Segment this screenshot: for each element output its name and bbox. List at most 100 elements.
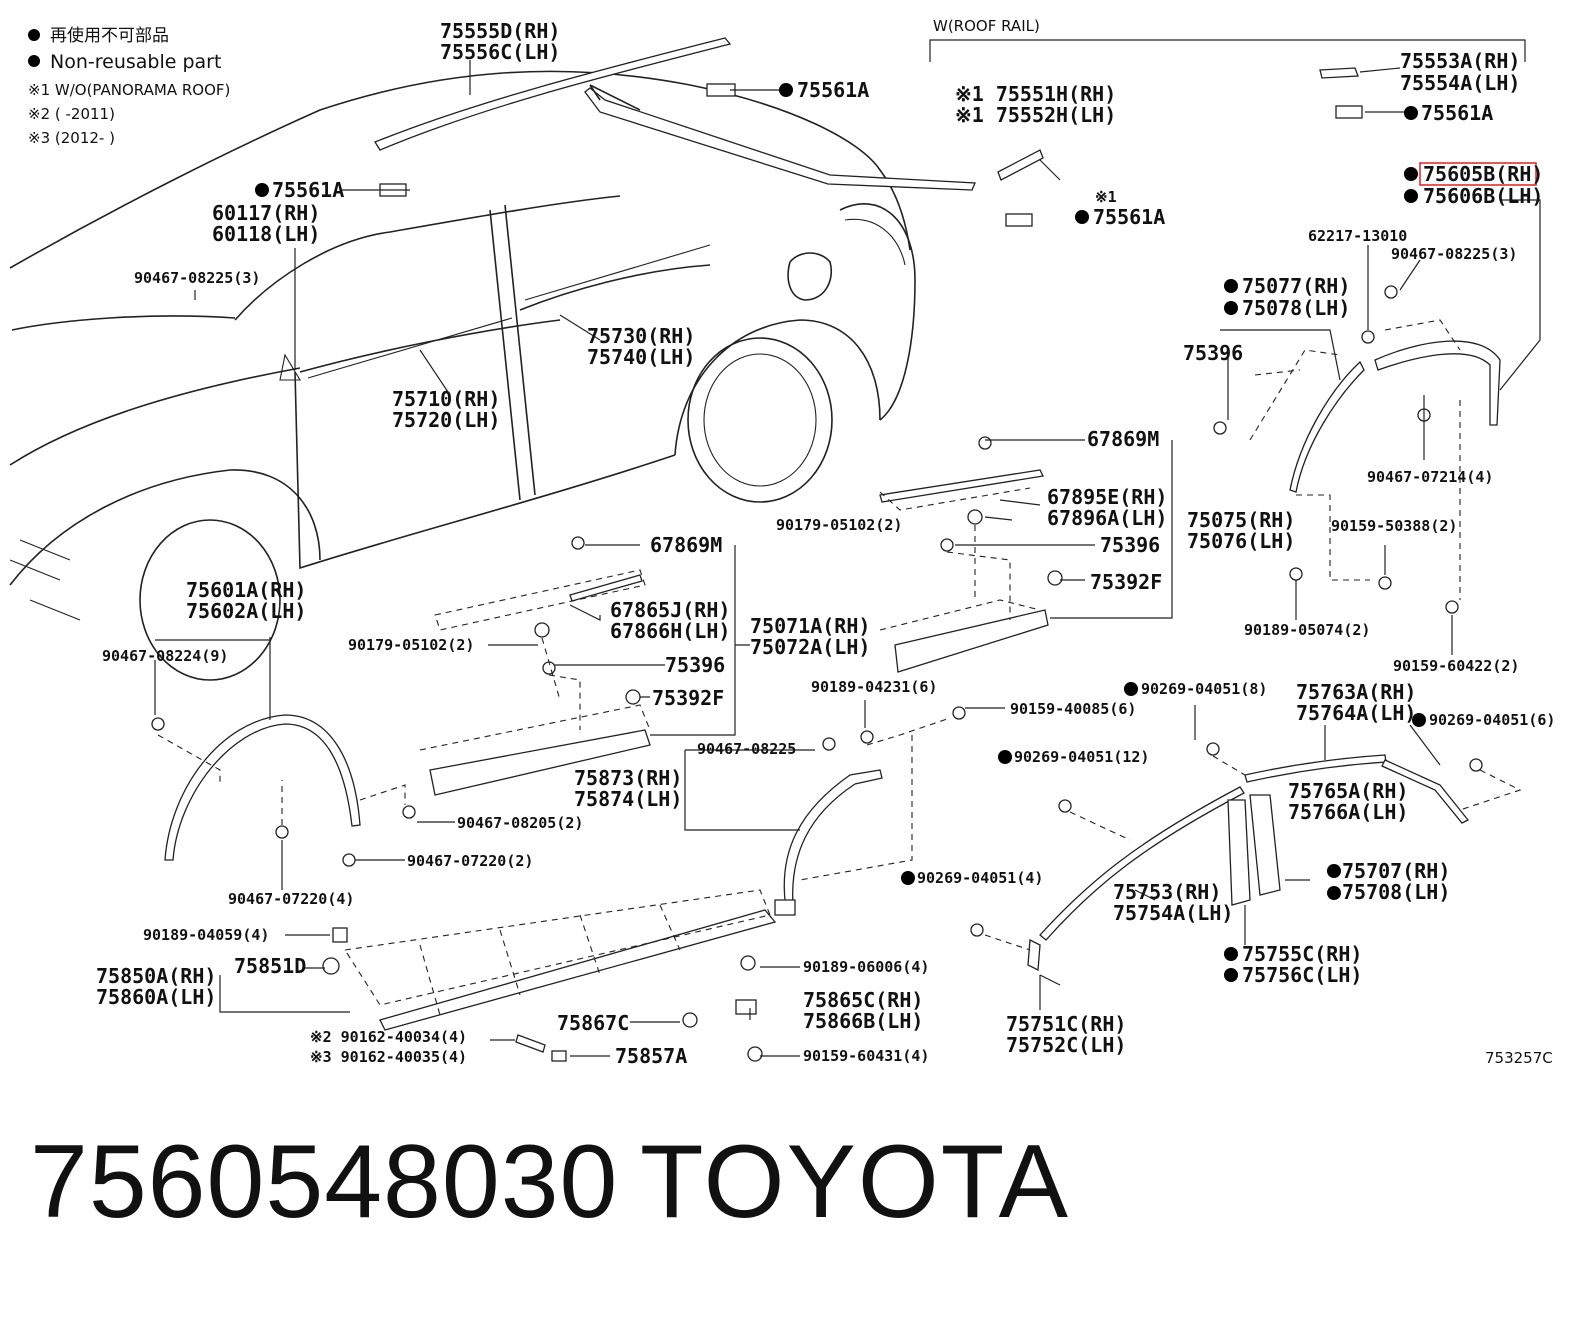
legend-note-2: ※2 ( -2011) bbox=[28, 105, 115, 123]
part-label-90189-05074: 90189-05074(2) bbox=[1244, 621, 1370, 639]
legend-reuse-jp: 再使用不可部品 bbox=[50, 25, 169, 46]
part-label-90159-60422: 90159-60422(2) bbox=[1393, 657, 1519, 675]
part-label-75392F-right: 75392F bbox=[1090, 570, 1162, 594]
part-label-75076: 75076(LH) bbox=[1187, 529, 1295, 553]
part-label-75605B: 75605B(RH) bbox=[1423, 162, 1543, 186]
non-reusable-dot-icon bbox=[28, 55, 40, 67]
non-reusable-dot-icon bbox=[28, 29, 40, 41]
part-label-90467-07220-4: 90467-07220(4) bbox=[228, 890, 354, 908]
non-reusable-dot-icon bbox=[1412, 713, 1426, 727]
part-label-75072A: 75072A(LH) bbox=[750, 635, 870, 659]
part-label-75874: 75874(LH) bbox=[574, 787, 682, 811]
part-label-75078: 75078(LH) bbox=[1242, 296, 1350, 320]
legend-reuse-en: Non-reusable part bbox=[50, 51, 221, 73]
part-label-75708: 75708(LH) bbox=[1342, 880, 1450, 904]
part-label-67895E: 67895E(RH) bbox=[1047, 485, 1167, 509]
part-label-90467-08225-3-left: 90467-08225(3) bbox=[134, 269, 260, 287]
non-reusable-dot-icon bbox=[901, 871, 915, 885]
part-label-75765A: 75765A(RH) bbox=[1288, 779, 1408, 803]
part-label-75555D: 75555D(RH) bbox=[440, 19, 560, 43]
part-label-90467-08205: 90467-08205(2) bbox=[457, 814, 583, 832]
part-label-75554A: 75554A(LH) bbox=[1400, 71, 1520, 95]
non-reusable-dot-icon bbox=[998, 750, 1012, 764]
highlight-box bbox=[1419, 162, 1537, 186]
part-label-90159-40085: 90159-40085(6) bbox=[1010, 700, 1136, 718]
rocker-garnish-front bbox=[419, 536, 651, 796]
part-label-90189-04059: 90189-04059(4) bbox=[143, 926, 269, 944]
parts-diagram: 再使用不可部品 Non-reusable part ※1 W/O(PANORAM… bbox=[9, 17, 1555, 1068]
part-label-90159-50388: 90159-50388(2) bbox=[1331, 517, 1457, 535]
part-label-75867C: 75867C bbox=[557, 1011, 629, 1035]
part-label-67869M-right: 67869M bbox=[1087, 427, 1159, 451]
brand-caption: TOYOTA bbox=[640, 1124, 1070, 1240]
non-reusable-dot-icon bbox=[1404, 167, 1418, 181]
part-label-75561A-right: 75561A bbox=[1421, 101, 1493, 125]
non-reusable-dot-icon bbox=[255, 183, 269, 197]
part-label-75766A: 75766A(LH) bbox=[1288, 800, 1408, 824]
part-label-75764A: 75764A(LH) bbox=[1296, 701, 1416, 725]
part-label-75865C: 75865C(RH) bbox=[803, 988, 923, 1012]
part-label-90269-04051-12: 90269-04051(12) bbox=[1014, 748, 1149, 766]
part-label-90269-04051-8: 90269-04051(8) bbox=[1141, 680, 1267, 698]
part-label-75553A: 75553A(RH) bbox=[1400, 49, 1520, 73]
front-wheel-arch bbox=[151, 714, 416, 867]
part-label-75396-top: 75396 bbox=[1183, 341, 1243, 365]
diagram-code: 753257C bbox=[1485, 1049, 1553, 1067]
part-label-75561A-mid-note: ※1 bbox=[1095, 188, 1117, 206]
part-label-90189-04231: 90189-04231(6) bbox=[811, 678, 937, 696]
part-label-75561A-mid: 75561A bbox=[1093, 205, 1165, 229]
non-reusable-dot-icon bbox=[779, 83, 793, 97]
legend: 再使用不可部品 Non-reusable part ※1 W/O(PANORAM… bbox=[28, 25, 230, 147]
part-label-75606B: 75606B(LH) bbox=[1423, 184, 1543, 208]
legend-note-3: ※3 (2012- ) bbox=[28, 129, 115, 147]
part-label-75860A: 75860A(LH) bbox=[96, 985, 216, 1009]
part-label-67869M-mid: 67869M bbox=[650, 533, 722, 557]
non-reusable-dot-icon bbox=[1124, 682, 1138, 696]
roof-parts bbox=[374, 37, 1501, 614]
part-number-caption: 7560548030 bbox=[30, 1124, 619, 1240]
part-label-75602A: 75602A(LH) bbox=[186, 599, 306, 623]
part-label-75077: 75077(RH) bbox=[1242, 274, 1350, 298]
part-labels: 75555D(RH) 75556C(LH) 75561A 75561A 6011… bbox=[96, 17, 1555, 1068]
part-label-75751C: 75751C(RH) bbox=[1006, 1012, 1126, 1036]
part-label-90467-08224: 90467-08224(9) bbox=[102, 647, 228, 665]
part-label-75851D: 75851D bbox=[234, 954, 306, 978]
part-label-75730: 75730(RH) bbox=[587, 324, 695, 348]
rocker-garnish-rear bbox=[879, 436, 1063, 673]
part-label-75763A: 75763A(RH) bbox=[1296, 680, 1416, 704]
part-label-75857A: 75857A bbox=[615, 1044, 687, 1068]
part-label-75753: 75753(RH) bbox=[1113, 880, 1221, 904]
part-label-90467-07214: 90467-07214(4) bbox=[1367, 468, 1493, 486]
non-reusable-dot-icon bbox=[1224, 301, 1238, 315]
part-label-60118: 60118(LH) bbox=[212, 222, 320, 246]
center-pillar-piece bbox=[774, 706, 966, 916]
part-label-75396-right: 75396 bbox=[1100, 533, 1160, 557]
non-reusable-dot-icon bbox=[1327, 886, 1341, 900]
part-label-90189-06006: 90189-06006(4) bbox=[803, 958, 929, 976]
part-label-75392F-mid: 75392F bbox=[652, 686, 724, 710]
part-label-75556C: 75556C(LH) bbox=[440, 40, 560, 64]
rocker-panel-lower bbox=[322, 889, 777, 1062]
part-label-75873: 75873(RH) bbox=[574, 766, 682, 790]
part-label-75707: 75707(RH) bbox=[1342, 859, 1450, 883]
part-label-75850A: 75850A(RH) bbox=[96, 964, 216, 988]
part-label-75754A: 75754A(LH) bbox=[1113, 901, 1233, 925]
non-reusable-dot-icon bbox=[1404, 106, 1418, 120]
non-reusable-dot-icon bbox=[1075, 210, 1089, 224]
part-label-75740: 75740(LH) bbox=[587, 345, 695, 369]
part-label-90162-40034: ※2 90162-40034(4) bbox=[310, 1028, 467, 1046]
part-label-67865J: 67865J(RH) bbox=[610, 598, 730, 622]
part-label-75710: 75710(RH) bbox=[392, 387, 500, 411]
car-body-illustration bbox=[9, 70, 916, 681]
part-label-60117: 60117(RH) bbox=[212, 201, 320, 225]
part-label-90269-04051-4: 90269-04051(4) bbox=[917, 869, 1043, 887]
part-label-90467-08225-mid: 90467-08225 bbox=[697, 740, 796, 758]
part-label-75752C: 75752C(LH) bbox=[1006, 1033, 1126, 1057]
part-label-75561A-top: 75561A bbox=[797, 78, 869, 102]
non-reusable-dot-icon bbox=[1224, 279, 1238, 293]
part-label-75755C: 75755C(RH) bbox=[1242, 942, 1362, 966]
part-label-75866B: 75866B(LH) bbox=[803, 1009, 923, 1033]
part-label-90162-40035: ※3 90162-40035(4) bbox=[310, 1048, 467, 1066]
legend-note-1: ※1 W/O(PANORAMA ROOF) bbox=[28, 81, 230, 99]
non-reusable-dot-icon bbox=[1224, 947, 1238, 961]
